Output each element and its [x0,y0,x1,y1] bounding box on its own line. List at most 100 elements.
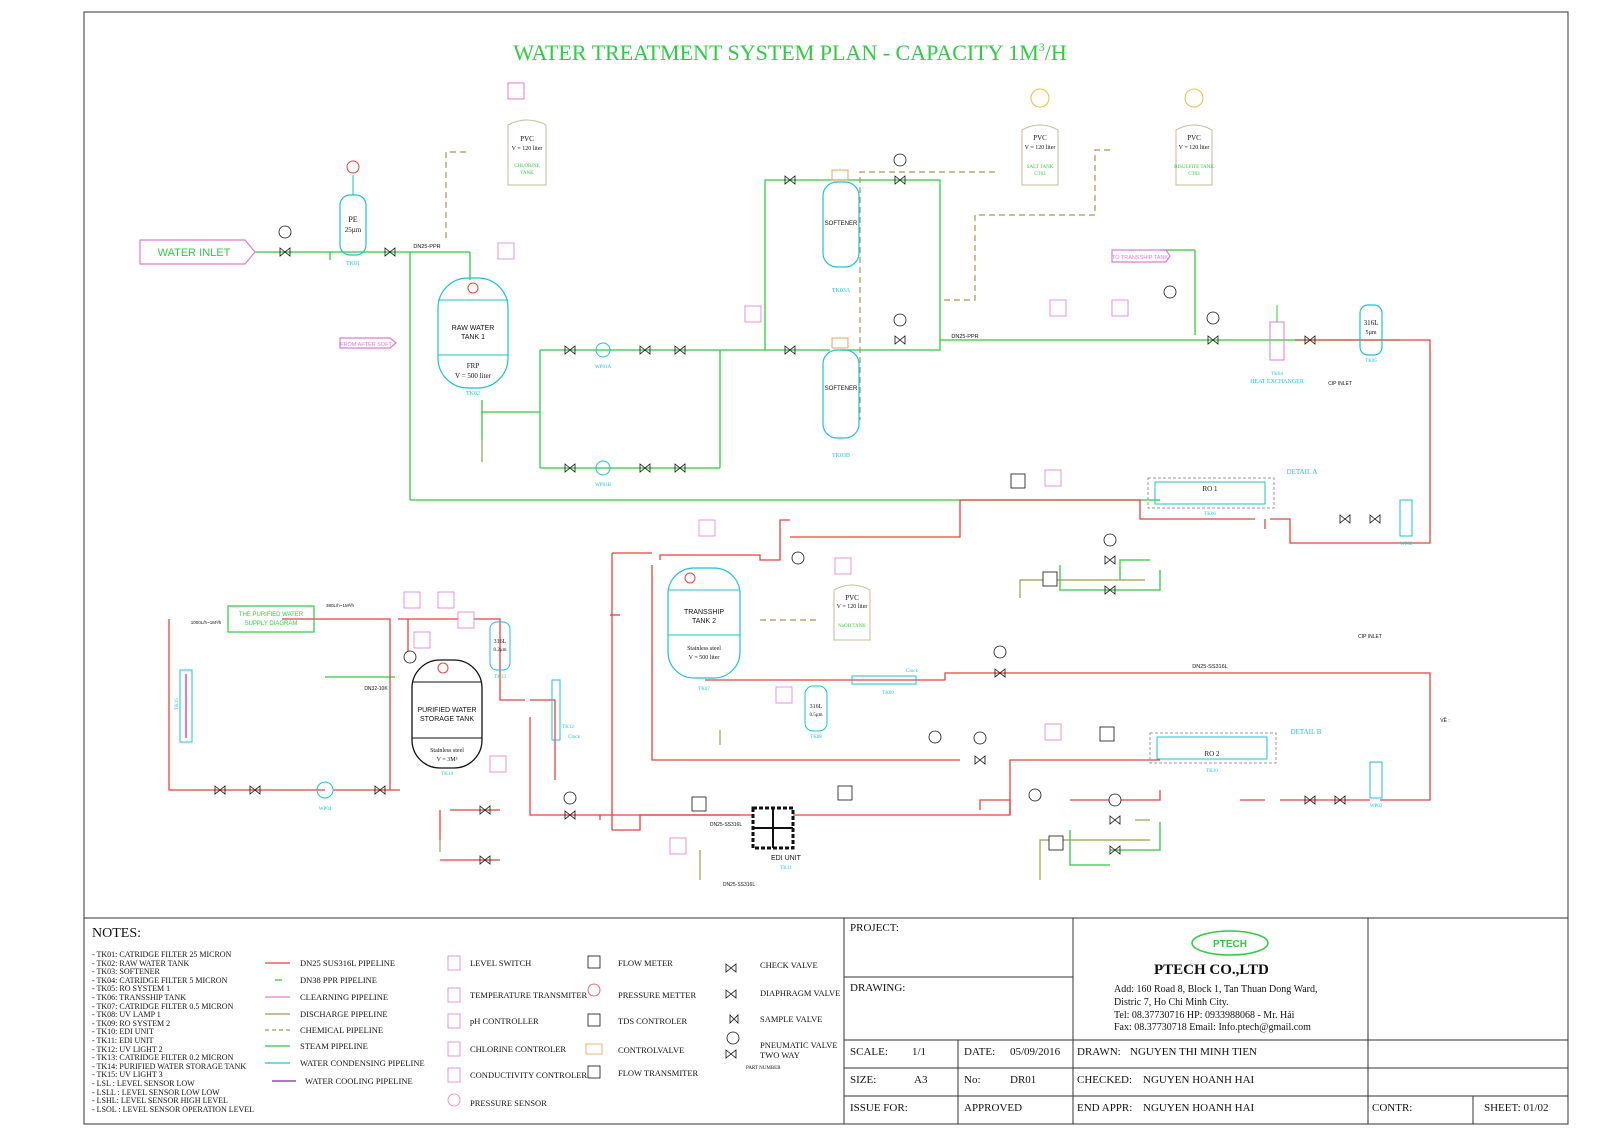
check-valve-icon [725,963,737,973]
level-transmitter-lt06[interactable] [834,557,852,575]
end-appr-label: END APPR: [1077,1102,1133,1114]
valve-02mdva[interactable] [564,345,576,355]
flow-meter-4[interactable] [1048,835,1064,851]
note-item: - TK09: RO SYSTEM 2 [92,1018,171,1028]
uv-lamp-tk09[interactable]: Clock TK09 [851,669,918,696]
tk05-name: 316L [1364,319,1379,327]
chlorine-controller-ch01[interactable] [744,305,762,323]
naoh-tank-ct04[interactable]: PVC V = 120 liter NaOH TANK [833,584,871,641]
ro2-detail: DETAIL B [1291,728,1322,736]
temperature-ti01[interactable] [489,755,507,773]
valve-01cv[interactable] [384,247,396,257]
temperature-te03[interactable] [437,591,455,609]
sample-valve-icon [729,1014,739,1024]
valve-04mdvb[interactable] [784,175,796,185]
valve-02mdvb[interactable] [564,463,576,473]
valve-05mdv[interactable] [1304,335,1316,345]
valve-03mcv[interactable] [1369,514,1381,524]
bisulfite-tank-ct03[interactable]: PVC V = 120 liter BISULFITE TANK CT03 [1174,88,1214,186]
tk08-tag: TK08 [810,735,822,740]
valve-02cva[interactable] [639,345,651,355]
ct01-label1: CHLORINE [514,164,539,169]
valve-02pv2b[interactable] [894,335,906,345]
edi-unit-tk11[interactable]: EDI UNIT TK11 [751,806,802,871]
chlorine-tank-ct01[interactable]: PVC V = 120 liter CHLORINE TANK [507,82,547,186]
level-switch-ls[interactable] [403,591,421,609]
valve-03mdva[interactable] [674,345,686,355]
water-inlet-label: WATER INLET [158,247,231,259]
note-item: - TK15: UV LIGHT 3 [92,1070,163,1080]
pump-wp01b[interactable] [595,460,611,476]
valve-14pv2[interactable] [564,810,576,820]
ro-system-1[interactable]: RO 1 TK06 DETAIL A [1147,468,1317,517]
flow-meter-2[interactable] [1042,571,1058,587]
level-transmitter-lt07[interactable] [457,611,475,629]
valve-05van[interactable] [249,785,261,795]
tk07-name2: TANK 2 [692,618,716,625]
purified-water-supply-box[interactable]: THE PURIFIED WATER SUPPLY DIAGRAM [227,605,315,633]
tk01-name: PE [348,215,357,224]
temperature-te02[interactable] [413,631,431,649]
softener-tk03b[interactable]: SOFTENER TK03B [822,337,860,459]
valve-07mdv[interactable] [1104,585,1116,595]
conductivity-cd03[interactable] [669,837,687,855]
valve-17mdv-b[interactable] [374,785,386,795]
ph-controller[interactable] [775,686,793,704]
cartridge-filter-tk01[interactable]: PE 25µm TK01 [339,160,367,267]
level-transmitter-lt03[interactable] [698,519,716,537]
uv-light-tk15[interactable]: TK15 [175,669,193,743]
chlorine-controller-ch02[interactable] [1111,299,1129,317]
softener-tk03a[interactable]: SOFTENER TK03A [822,169,860,294]
transship-tank-tk07[interactable]: TRANSSHIP TANK 2 Stainless steel V = 500… [667,567,741,692]
legend-pipe-label: DN25 SUS316L PIPELINE [300,958,396,968]
valve-16mdv[interactable] [479,805,491,815]
valve-02cvb[interactable] [639,463,651,473]
valve-04pv2[interactable] [1207,335,1219,345]
valve-08pv2[interactable] [994,668,1006,678]
tk07-material: Stainless steel [687,646,721,652]
pump-wp01a[interactable] [595,342,611,358]
raw-water-tank-tk02[interactable]: RAW WATER TANK 1 FRP V = 500 liter TK02 [437,277,509,397]
flow-meter-6[interactable] [837,785,853,801]
valve-09pv2[interactable] [1104,555,1116,565]
valve-12mdv[interactable] [1109,845,1121,855]
no-value: DR01 [1010,1074,1037,1086]
valve-06mdv[interactable] [1339,514,1351,524]
pump-wp03[interactable] [1369,761,1383,799]
flow-meter-5[interactable] [691,796,707,812]
cartridge-filter-tk08[interactable]: 316L 0.5µm TK08 [804,685,828,740]
cartridge-filter-tk13[interactable]: 316L 0.2µm TK13 [489,621,511,680]
valve-11mdv[interactable] [1304,795,1316,805]
conductivity-cd02[interactable] [1044,723,1062,741]
level-transmitter-lt02[interactable] [497,242,515,260]
ro-system-2[interactable]: RO 2 TK10 DETAIL B [1149,728,1322,774]
conductivity-cd01[interactable] [1044,469,1062,487]
valve-04mcv[interactable] [1334,795,1346,805]
pump-wp02[interactable] [1399,499,1413,537]
wp01a-tag: WP01A [595,365,612,370]
legend-instrument-label: FLOW METER [618,958,673,968]
cartridge-filter-tk05[interactable]: 316L 5µm TK05 [1359,304,1383,364]
valve-12pv2[interactable] [974,755,986,765]
tk08-name: 316L [810,704,823,710]
sus316l-pipelines [168,339,1431,861]
uv-light-tk12[interactable]: TK12 Clock [551,679,580,741]
sd-instrument[interactable] [1049,299,1067,317]
salt-tank-ct02[interactable]: PVC V = 120 liter SALT TANK CT02 [1021,88,1059,186]
valve-01pv2[interactable] [279,247,291,257]
ct02-label2: CT02 [1034,172,1046,177]
valve-04mdva[interactable] [784,345,796,355]
no-label: No: [964,1074,981,1086]
valve-10pv2[interactable] [1109,815,1121,825]
ph-controller-icon [447,1013,461,1029]
valve-17mdv[interactable] [479,855,491,865]
purified-water-tank-tk14[interactable]: PURIFIED WATER STORAGE TANK Stainless st… [411,659,483,777]
valve-18mdv[interactable] [214,785,226,795]
flow-meter-3[interactable] [1099,726,1115,742]
pump-wp04[interactable] [316,781,334,799]
valve-03mdvb[interactable] [674,463,686,473]
heat-exchanger-tk04[interactable]: TK04 HEAT EXCHANGER [1250,305,1304,385]
valve-02pv2a[interactable] [894,175,906,185]
tk04-tag: TK04 [1271,372,1283,377]
flow-meter-1[interactable] [1010,473,1026,489]
